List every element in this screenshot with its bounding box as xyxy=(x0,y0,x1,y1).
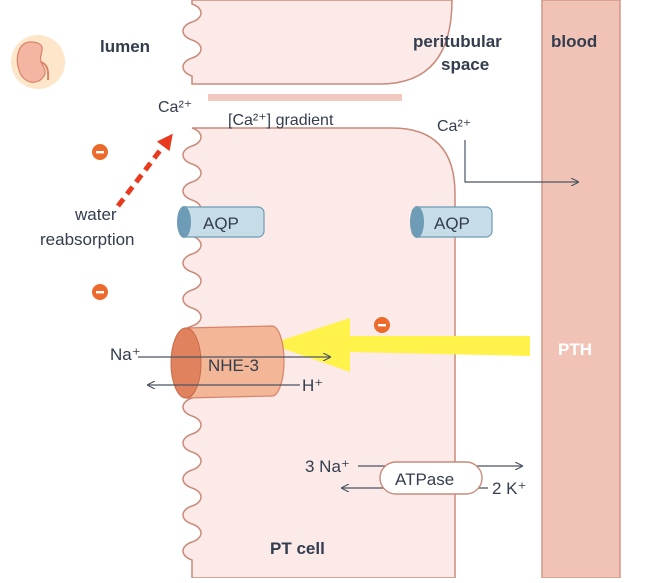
pth-label: PTH xyxy=(558,340,592,359)
water-label-line2: reabsorption xyxy=(40,230,135,249)
nhe3-exchanger: NHE-3 xyxy=(170,325,285,399)
atpase-label: ATPase xyxy=(395,470,454,489)
three-na-label: 3 Na⁺ xyxy=(305,457,350,476)
peritubular-label-line1: peritubular xyxy=(413,32,502,51)
nhe3-label: NHE-3 xyxy=(208,356,259,375)
aqp-channel-right: AQP xyxy=(410,206,493,238)
ca-gradient-label: [Ca²⁺] gradient xyxy=(228,112,334,129)
water-label-line1: water xyxy=(74,205,117,224)
pth-inhibition-arrow xyxy=(270,318,530,372)
lumen-label: lumen xyxy=(100,37,150,56)
aqp-channel-left: AQP xyxy=(177,206,265,238)
atpase-pump xyxy=(379,461,483,495)
h-label: H⁺ xyxy=(302,376,323,395)
minus-badge xyxy=(92,144,108,160)
ca-space-label: Ca²⁺ xyxy=(437,118,471,135)
upper-cell xyxy=(182,0,453,85)
minus-badge xyxy=(374,317,390,333)
blood-label: blood xyxy=(551,32,597,51)
kidney-icon xyxy=(11,35,65,89)
ca-transport-arrow xyxy=(464,140,578,182)
ca-gradient-bar xyxy=(208,94,402,101)
aqp-right-label: AQP xyxy=(434,214,470,233)
blood-vessel xyxy=(541,0,621,579)
two-k-label: 2 K⁺ xyxy=(492,479,527,498)
water-reabsorption-arrow xyxy=(116,133,173,208)
aqp-left-label: AQP xyxy=(203,214,239,233)
minus-badge xyxy=(92,284,108,300)
na-label: Na⁺ xyxy=(110,345,141,364)
ca-lumen-label: Ca²⁺ xyxy=(158,99,192,116)
pt-cell-label: PT cell xyxy=(270,539,325,558)
peritubular-label-line2: space xyxy=(441,55,489,74)
